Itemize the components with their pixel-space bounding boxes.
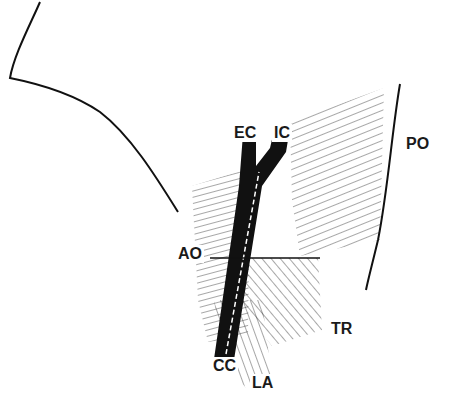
reference-line <box>210 257 320 258</box>
part-label: CC <box>211 357 238 375</box>
part-label: PO <box>404 135 431 153</box>
part-label: LA <box>250 374 275 392</box>
part-label: EC <box>232 124 258 142</box>
po-hatching <box>290 88 384 256</box>
carotid-artery <box>213 131 289 366</box>
jaw-outline <box>10 2 178 212</box>
part-label: AO <box>176 245 204 263</box>
incision-line <box>226 172 259 354</box>
part-label: IC <box>272 124 292 142</box>
part-label: TR <box>329 320 354 338</box>
